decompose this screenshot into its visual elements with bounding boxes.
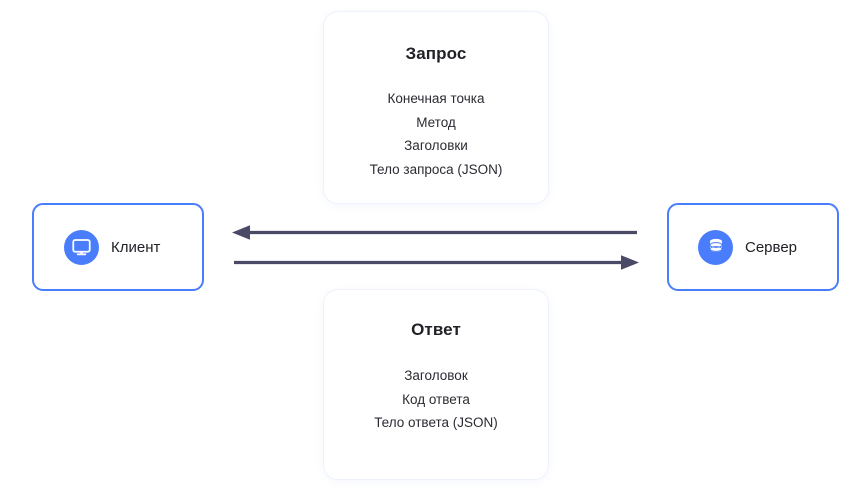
server-node-label: Сервер (745, 238, 798, 256)
response-card-list: Заголовок Код ответа Тело ответа (JSON) (324, 364, 548, 435)
request-card-item: Конечная точка (387, 91, 485, 106)
request-card-item: Тело запроса (JSON) (369, 161, 503, 177)
request-arrow (234, 255, 639, 270)
response-arrow (232, 225, 637, 240)
response-card-item: Код ответа (402, 391, 470, 407)
database-icon (698, 229, 733, 265)
response-card-item: Тело ответа (JSON) (374, 415, 498, 430)
client-node: Клиент (32, 203, 204, 291)
response-card-title: Ответ (411, 320, 461, 339)
request-card-title: Запрос (405, 44, 467, 63)
monitor-icon (64, 229, 99, 265)
server-node: Сервер (667, 203, 839, 291)
request-card-list: Конечная точка Метод Заголовки Тело запр… (324, 87, 548, 181)
request-card-item: Заголовки (404, 138, 468, 153)
request-card-item: Метод (416, 114, 456, 130)
response-card-item: Заголовок (404, 368, 468, 383)
client-node-label: Клиент (111, 238, 161, 256)
request-card: Запрос Конечная точка Метод Заголовки Те… (324, 12, 548, 203)
response-card: Ответ Заголовок Код ответа Тело ответа (… (324, 290, 548, 479)
